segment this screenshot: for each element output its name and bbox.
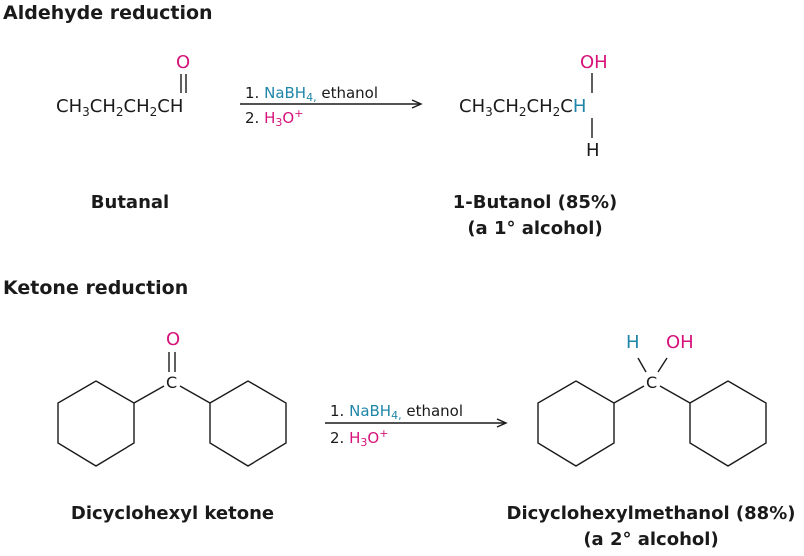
alcohol-right-bond [659,385,691,404]
ketone-left-cyclohexane [57,380,135,467]
alcohol-hydrogen-atom: H [626,332,640,353]
ketone-right-cyclohexane [209,380,287,467]
butanol-oh-group: OH [580,52,608,73]
butanal-oxygen-atom: O [176,52,191,73]
reaction-arrow-2-head [496,418,508,428]
ketone-section-heading: Ketone reduction [3,277,189,299]
conditions-1-step-1: 1. NaBH4, ethanol [245,84,379,104]
alcohol-c-h-bond [637,357,647,373]
butanal-name: Butanal [90,192,170,213]
alcohol-c-oh-bond [657,357,668,373]
ketone-right-bond [179,385,211,404]
alcohol-classification: (a 2° alcohol) [583,529,719,550]
butanol-formula: CH3CH2CH2CH [459,96,587,119]
ketone-carbon-atom: C [166,373,178,392]
aldehyde-section-heading: Aldehyde reduction [3,2,213,24]
conditions-1-step-2: 2. H3O+ [245,107,304,129]
ketone-name: Dicyclohexyl ketone [70,503,275,524]
butanol-bottom-hydrogen: H [586,140,600,161]
butanol-name: 1-Butanol (85%) [452,192,618,213]
alcohol-carbon-atom: C [646,373,658,392]
conditions-2-step-2: 2. H3O+ [330,427,389,449]
reaction-arrow-1-head [411,99,423,109]
alcohol-left-cyclohexane [537,380,615,467]
alcohol-oh-group: OH [666,332,694,353]
butanol-classification: (a 1° alcohol) [467,218,603,239]
alcohol-left-bond [613,385,645,404]
ketone-oxygen-atom: O [166,329,181,350]
butanal-formula: CH3CH2CH2CH [56,96,184,119]
alcohol-name: Dicyclohexylmethanol (88%) [506,503,796,524]
alcohol-right-cyclohexane [689,380,767,467]
conditions-2-step-1: 1. NaBH4, ethanol [330,402,464,422]
ketone-left-bond [133,385,165,404]
